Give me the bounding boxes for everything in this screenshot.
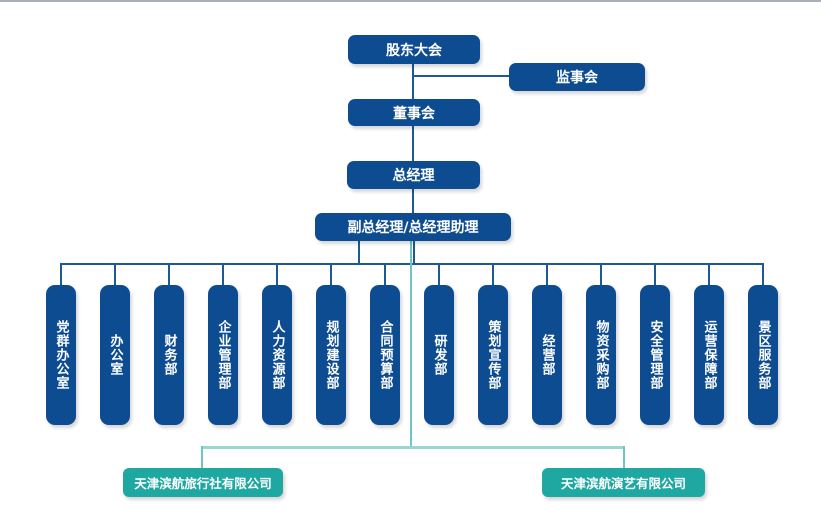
node-dept-human-resources[interactable]: 人力资源部 [262,285,292,425]
node-dept-operation-support[interactable]: 运营保障部 [694,285,724,425]
connector-departments-bus [60,263,764,265]
connector-dept-stub [330,263,332,285]
node-dept-material-procurement[interactable]: 物资采购部 [586,285,616,425]
node-label: 规划建设部 [323,320,339,390]
node-dept-enterprise-management[interactable]: 企业管理部 [208,285,238,425]
connector-subsidiaries-main [410,241,412,448]
node-label: 景区服务部 [755,320,771,390]
node-subsidiary-travel-agency[interactable]: 天津滨航旅行社有限公司 [123,468,283,497]
connector-dept-stub [222,263,224,285]
node-label: 党群办公室 [53,320,69,390]
node-label: 运营保障部 [701,320,717,390]
connector-board-gm [412,125,414,161]
node-dept-operations[interactable]: 经营部 [532,285,562,425]
connector-shareholders-board [412,64,414,99]
node-dept-party-masses-office[interactable]: 党群办公室 [46,285,76,425]
node-label: 企业管理部 [215,320,231,390]
connector-dept-stub [762,263,764,285]
node-dept-research-development[interactable]: 研发部 [424,285,454,425]
connector-subsidiary-stub-left [201,446,203,468]
node-label: 股东大会 [386,42,442,59]
node-label: 董事会 [393,105,435,122]
node-label: 副总经理/总经理助理 [347,220,479,236]
node-shareholders-meeting[interactable]: 股东大会 [348,35,480,64]
connector-dept-stub [708,263,710,285]
node-deputy-general-manager[interactable]: 副总经理/总经理助理 [315,213,511,241]
node-label: 天津滨航旅行社有限公司 [134,476,272,491]
node-board-of-directors[interactable]: 董事会 [348,99,480,126]
node-label: 策划宣传部 [485,320,501,390]
node-dept-scenic-area-service[interactable]: 景区服务部 [748,285,778,425]
connector-dept-stub [276,263,278,285]
node-label: 安全管理部 [647,320,663,390]
connector-dept-stub [546,263,548,285]
node-dept-planning-construction[interactable]: 规划建设部 [316,285,346,425]
connector-dept-stub [114,263,116,285]
connector-dept-stub [600,263,602,285]
connector-supervisory [413,75,510,77]
connector-dept-stub [438,263,440,285]
node-label: 监事会 [556,70,598,86]
connector-dept-stub [492,263,494,285]
node-dept-planning-publicity[interactable]: 策划宣传部 [478,285,508,425]
node-label: 人力资源部 [269,320,285,390]
node-dept-safety-management[interactable]: 安全管理部 [640,285,670,425]
node-label: 天津滨航演艺有限公司 [560,476,686,491]
connector-dept-stub [654,263,656,285]
node-label: 财务部 [161,334,177,376]
node-general-manager[interactable]: 总经理 [347,161,480,189]
node-label: 总经理 [392,168,435,184]
node-dept-finance[interactable]: 财务部 [154,285,184,425]
connector-deputy-right [413,241,415,264]
node-dept-contract-budget[interactable]: 合同预算部 [370,285,400,425]
node-subsidiary-performing-arts[interactable]: 天津滨航演艺有限公司 [542,468,705,497]
node-dept-general-office[interactable]: 办公室 [100,285,130,425]
node-label: 办公室 [107,334,123,376]
connector-subsidiaries-bus [201,446,625,449]
connector-dept-stub [168,263,170,285]
node-label: 研发部 [431,334,447,376]
node-label: 经营部 [539,334,555,376]
connector-subsidiary-stub-right [623,446,625,468]
connector-deputy-left [358,241,360,264]
node-label: 物资采购部 [593,320,609,390]
node-label: 合同预算部 [377,320,393,390]
connector-dept-stub [384,263,386,285]
connector-dept-stub [60,263,62,285]
connector-gm-deputy [412,189,414,213]
node-supervisory-board[interactable]: 监事会 [509,63,645,91]
